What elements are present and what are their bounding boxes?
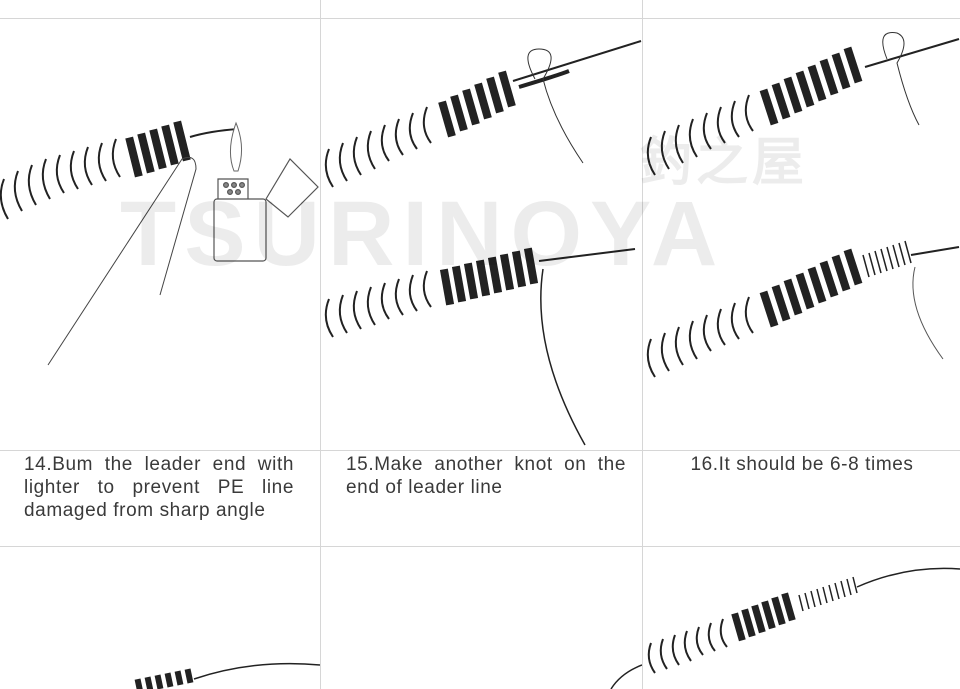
illustration-step-15 — [321, 19, 642, 450]
finger-icon — [47, 156, 197, 366]
lighter-icon — [213, 158, 319, 262]
illustration-step-16 — [643, 19, 960, 450]
flame-icon — [230, 121, 242, 172]
step-16-caption: 16.It should be 6-8 times — [690, 454, 914, 475]
step-14-caption: 14.Bum the leader end with lighter to pr… — [24, 454, 294, 521]
row-divider — [0, 18, 960, 19]
illustration-step-19 — [643, 547, 960, 689]
step-15-caption: 15.Make another knot on the end of leade… — [346, 454, 626, 498]
illustration-step-18 — [321, 547, 642, 689]
column-divider — [320, 0, 321, 689]
row-divider — [0, 546, 960, 547]
illustration-step-14 — [0, 19, 320, 450]
column-divider — [642, 0, 643, 689]
illustration-step-17 — [0, 547, 320, 689]
row-divider — [0, 450, 960, 451]
